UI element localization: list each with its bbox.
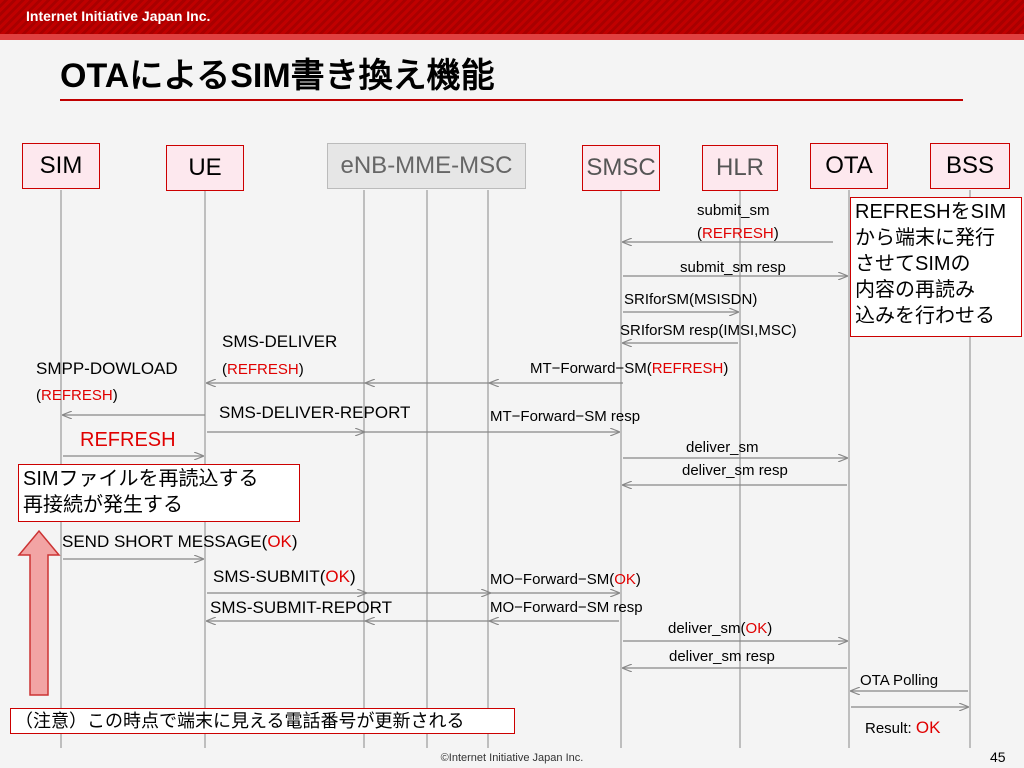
msg-mt-forward-sm: MT−Forward−SM(REFRESH) bbox=[530, 360, 729, 377]
msg-sms-submit-report: SMS-SUBMIT-REPORT bbox=[210, 598, 392, 617]
lane-enb-mme-msc: eNB-MME-MSC bbox=[327, 143, 526, 189]
msg-sri-for-sm-resp: SRIforSM resp(IMSI,MSC) bbox=[620, 322, 797, 339]
up-arrow-icon bbox=[17, 529, 61, 696]
msg-submit-sm-resp: submit_sm resp bbox=[680, 259, 786, 276]
msg-deliver-sm-1: deliver_sm bbox=[686, 439, 759, 456]
msg-result: Result: OK bbox=[865, 718, 941, 737]
lane-ota: OTA bbox=[810, 143, 888, 189]
caution-note: （注意）この時点で端末に見える電話番号が更新される bbox=[10, 708, 515, 734]
page-title: OTAによるSIM書き換え機能 bbox=[60, 57, 495, 95]
msg-submit-sm: submit_sm bbox=[697, 202, 770, 219]
lane-ue: UE bbox=[166, 145, 244, 191]
msg-mo-forward-sm-resp: MO−Forward−SM resp bbox=[490, 599, 643, 616]
lane-smsc: SMSC bbox=[582, 145, 660, 191]
msg-sms-submit: SMS-SUBMIT(OK) bbox=[213, 567, 356, 586]
header-bar bbox=[0, 0, 1024, 40]
msg-refresh: REFRESH bbox=[80, 429, 176, 451]
message-arrows bbox=[63, 242, 968, 707]
lane-bss: BSS bbox=[930, 143, 1010, 189]
msg-sms-deliver: SMS-DELIVER bbox=[222, 332, 338, 351]
msg-submit-sm-param: (REFRESH) bbox=[697, 225, 779, 242]
msg-smpp-download-param: (REFRESH) bbox=[36, 387, 118, 404]
title-divider bbox=[60, 99, 963, 101]
sim-reread-note: SIMファイルを再読込する 再接続が発生する bbox=[18, 464, 300, 522]
msg-smpp-download: SMPP-DOWLOAD bbox=[36, 359, 178, 378]
lane-hlr: HLR bbox=[702, 145, 778, 191]
msg-mt-forward-sm-resp: MT−Forward−SM resp bbox=[490, 408, 641, 425]
copyright: ©Internet Initiative Japan Inc. bbox=[440, 752, 584, 764]
msg-send-short-message: SEND SHORT MESSAGE(OK) bbox=[62, 532, 298, 551]
page-number: 45 bbox=[990, 749, 1006, 765]
refresh-note: REFRESHをSIM から端末に発行 させてSIMの 内容の再読み 込みを行わ… bbox=[850, 197, 1022, 337]
msg-deliver-sm-resp-2: deliver_sm resp bbox=[669, 648, 775, 665]
lane-sim: SIM bbox=[22, 143, 100, 189]
msg-ota-polling: OTA Polling bbox=[860, 672, 939, 689]
msg-sms-deliver-report: SMS-DELIVER-REPORT bbox=[219, 403, 411, 422]
msg-deliver-sm-2: deliver_sm(OK) bbox=[668, 620, 773, 637]
msg-mo-forward-sm: MO−Forward−SM(OK) bbox=[490, 571, 641, 588]
msg-deliver-sm-resp-1: deliver_sm resp bbox=[682, 462, 788, 479]
brand-name: Internet Initiative Japan Inc. bbox=[26, 8, 211, 24]
msg-sms-deliver-param: (REFRESH) bbox=[222, 361, 304, 378]
msg-sri-for-sm: SRIforSM(MSISDN) bbox=[624, 291, 758, 308]
